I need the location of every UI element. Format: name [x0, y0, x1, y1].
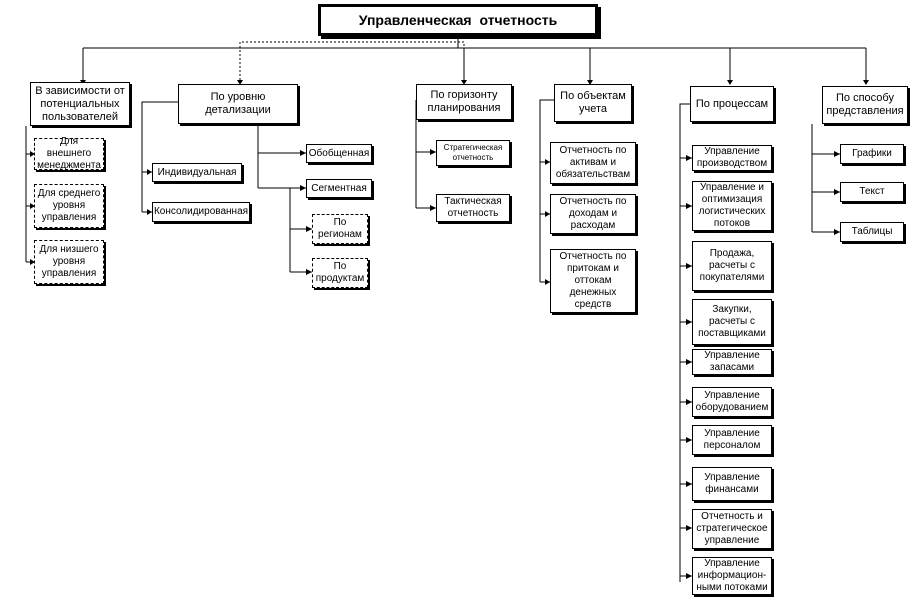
horizon-strategic: Стратегическая отчетность	[436, 140, 510, 166]
arrow-detail-consolidated	[147, 209, 152, 215]
connector-title-dashed	[239, 36, 459, 80]
diagram-title: Управленческая отчетность	[318, 4, 598, 36]
process-sales: Продажа, расчеты с покупателями	[692, 241, 772, 291]
arrow-segment-region	[306, 226, 312, 232]
category-presentation: По способу представления	[822, 86, 908, 124]
category-horizon: По горизонту планирования	[416, 84, 512, 120]
arrow-processes-3	[686, 263, 692, 269]
arrow-detail-segment	[300, 185, 306, 191]
process-production: Управление производством	[692, 145, 772, 171]
arrow-objects-income	[545, 211, 550, 217]
arrow-processes-10	[686, 573, 692, 579]
objects-cashflow: Отчетность по притокам и оттокам денежны…	[550, 249, 636, 313]
detail-by-region: По регионам	[312, 214, 368, 244]
arrow-users-3	[30, 259, 35, 265]
arrow-detail-generalized	[300, 150, 306, 156]
arrow-processes-1	[686, 155, 692, 161]
presentation-charts: Графики	[840, 144, 904, 164]
users-lower: Для низшего уровня управления	[34, 240, 104, 284]
arrow-horizon-tactical	[430, 205, 436, 211]
category-processes: По процессам	[690, 86, 774, 122]
arrow-processes	[727, 80, 733, 85]
category-detail: По уровню детализации	[178, 84, 298, 124]
users-external: Для внешнего менеджмента	[34, 136, 104, 171]
detail-generalized: Обобщенная	[306, 144, 372, 163]
users-middle: Для среднего уровня управления	[34, 184, 104, 228]
connector-objects-trunk	[539, 99, 554, 282]
detail-segment: Сегментная	[306, 179, 372, 198]
arrow-objects-cashflow	[545, 279, 550, 285]
process-personnel: Управление персоналом	[692, 425, 772, 455]
arrow-processes-9	[686, 525, 692, 531]
arrow-objects-assets	[545, 159, 550, 165]
arrow-processes-4	[686, 319, 692, 325]
process-finance: Управление финансами	[692, 467, 772, 501]
arrow-objects	[587, 80, 593, 85]
arrow-processes-5	[686, 359, 692, 365]
arrow-detail	[237, 80, 243, 85]
process-logistics: Управление и оптимизация логистических п…	[692, 181, 772, 231]
process-strategic: Отчетность и стратегическое управление	[692, 509, 772, 549]
arrow-processes-8	[686, 481, 692, 487]
process-purchases: Закупки, расчеты с поставщиками	[692, 299, 772, 345]
connector-detail-left-trunk	[141, 101, 178, 212]
connector-title-dashed-2	[458, 41, 465, 80]
arrow-processes-2	[686, 203, 692, 209]
process-info-flows: Управление информацион- ными потоками	[692, 557, 772, 595]
process-equipment: Управление оборудованием	[692, 387, 772, 417]
arrow-processes-6	[686, 399, 692, 405]
presentation-text: Текст	[840, 182, 904, 202]
horizon-tactical: Тактическая отчетность	[436, 194, 510, 222]
arrow-presentation-charts	[834, 151, 840, 157]
objects-income: Отчетность по доходам и расходам	[550, 194, 636, 234]
arrow-users-2	[30, 203, 35, 209]
arrow-processes-7	[686, 437, 692, 443]
objects-assets: Отчетность по активам и обязательствам	[550, 142, 636, 184]
detail-by-product: По продуктам	[312, 258, 368, 288]
arrow-users-1	[30, 151, 35, 157]
arrow-detail-individual	[147, 169, 152, 175]
presentation-tables: Таблицы	[840, 222, 904, 242]
arrow-presentation	[863, 80, 869, 85]
detail-consolidated: Консолидированная	[152, 202, 250, 222]
connector-processes-trunk	[679, 103, 690, 582]
detail-individual: Индивидуальная	[152, 163, 242, 182]
arrow-presentation-tables	[834, 229, 840, 235]
arrow-horizon	[461, 80, 467, 85]
connector-arrowheads	[30, 80, 869, 579]
arrow-horizon-strategic	[430, 149, 436, 155]
category-users: В зависимости от потенциальных пользоват…	[30, 82, 130, 126]
process-inventory: Управление запасами	[692, 349, 772, 375]
category-objects: По объектам учета	[554, 84, 632, 122]
arrow-presentation-text	[834, 189, 840, 195]
arrow-segment-product	[306, 269, 312, 275]
